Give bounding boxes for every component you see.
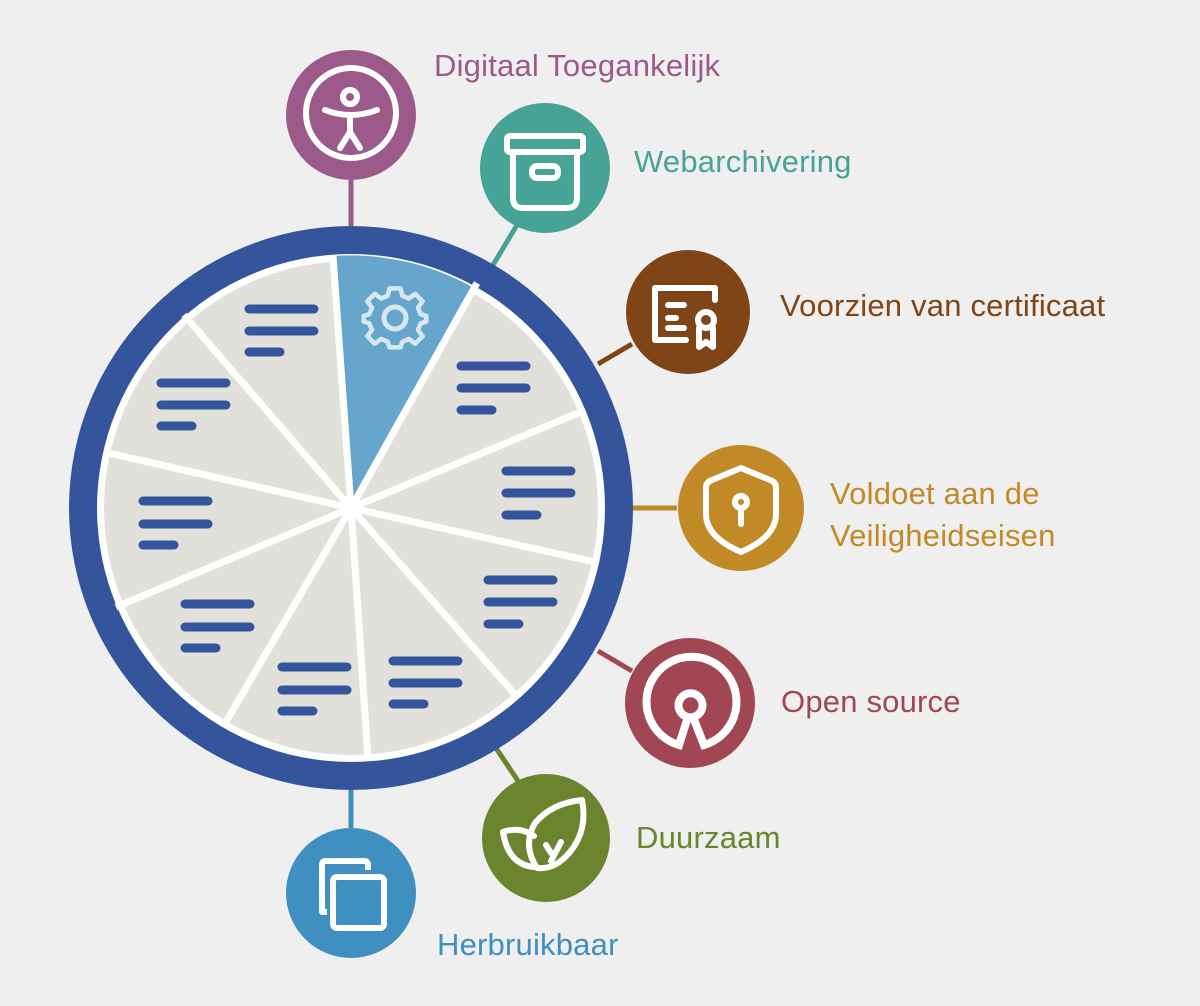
label-veiligheid-line1: Voldoet aan de	[830, 476, 1040, 511]
highlighted-segment[interactable]	[333, 255, 474, 508]
label-webarchivering: Webarchivering	[634, 144, 852, 179]
segment-lines-4	[180, 599, 255, 653]
node-duurzaam[interactable]	[482, 774, 610, 902]
label-herbruikbaar: Herbruikbaar	[437, 927, 619, 962]
leaves-icon	[500, 797, 587, 872]
label-open-source: Open source	[781, 684, 961, 719]
label-certificaat: Voorzien van certificaat	[780, 288, 1106, 323]
wheel	[69, 226, 633, 790]
accessibility-icon	[303, 65, 399, 161]
connector-webarchivering	[490, 223, 520, 267]
node-veiligheid[interactable]	[678, 445, 804, 571]
certificate-icon	[652, 285, 718, 350]
segment-dividers	[103, 255, 600, 759]
label-duurzaam: Duurzaam	[636, 820, 781, 855]
copy-icon	[319, 858, 387, 931]
archive-box-icon	[504, 133, 586, 211]
connector-lines	[348, 180, 677, 828]
node-digitaal-toegankelijk[interactable]	[286, 50, 416, 180]
connector-duurzaam	[491, 743, 521, 783]
segment-lines-1	[244, 304, 319, 357]
node-open-source[interactable]	[625, 638, 755, 768]
open-source-icon	[642, 652, 741, 750]
segment-lines-5	[277, 662, 352, 716]
shield-keyhole-icon	[703, 465, 779, 555]
node-certificaat[interactable]	[626, 250, 750, 374]
label-digitaal-toegankelijk: Digitaal Toegankelijk	[434, 48, 721, 83]
connector-open-source	[596, 648, 634, 674]
connector-certificaat	[596, 341, 634, 367]
segment-lines-3	[138, 496, 213, 550]
segment-lines-7	[483, 575, 558, 629]
segment-lines-6	[388, 656, 463, 709]
segment-lines-2	[156, 378, 231, 431]
gear-icon	[361, 286, 429, 350]
label-veiligheid-line2: Veiligheidseisen	[830, 518, 1056, 553]
node-herbruikbaar[interactable]	[286, 828, 416, 958]
segment-text-lines	[138, 304, 576, 716]
segment-lines-9	[456, 361, 531, 415]
wheel-hub	[341, 498, 361, 518]
segment-lines-8	[501, 466, 576, 520]
node-webarchivering[interactable]	[480, 103, 610, 233]
